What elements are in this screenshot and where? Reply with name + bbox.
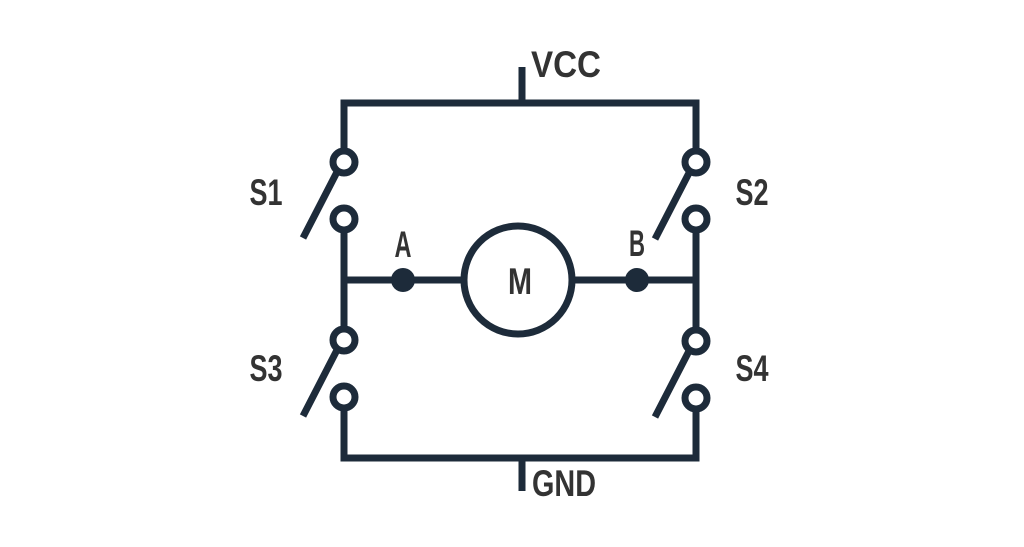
switch-s2-terminal-bottom bbox=[681, 204, 711, 234]
switch-s2-terminal-top bbox=[681, 147, 711, 177]
switch-s1-terminal-top bbox=[329, 147, 359, 177]
switch-s2-lever bbox=[651, 171, 693, 241]
switch-s4 bbox=[651, 326, 711, 419]
switch-s1-lever bbox=[299, 170, 341, 240]
junction-dots bbox=[391, 268, 649, 292]
switch-s4-terminal-top bbox=[681, 326, 711, 356]
switch-s3-label: S3 bbox=[250, 348, 283, 389]
gnd-label: GND bbox=[532, 463, 596, 504]
vcc-label: VCC bbox=[531, 44, 601, 85]
switch-s1-label: S1 bbox=[250, 172, 283, 213]
switch-s4-terminal-bottom bbox=[681, 383, 711, 413]
switch-s3-lever bbox=[299, 348, 341, 418]
motor-circle bbox=[460, 222, 576, 338]
node-a-dot bbox=[391, 268, 415, 292]
switch-s1-terminal-bottom bbox=[329, 204, 359, 234]
switch-s1 bbox=[299, 147, 359, 240]
switch-s2-label: S2 bbox=[736, 172, 769, 213]
switch-s3-terminal-bottom bbox=[329, 382, 359, 412]
motor-label: M bbox=[508, 261, 532, 302]
motor-symbol bbox=[460, 222, 576, 338]
switch-s2 bbox=[651, 147, 711, 241]
top-rail-wire bbox=[340, 99, 700, 148]
node-a-label: A bbox=[395, 224, 412, 265]
bottom-rail-wire bbox=[340, 411, 700, 462]
switch-s4-label: S4 bbox=[736, 348, 769, 389]
node-b-dot bbox=[625, 268, 649, 292]
circuit-labels: VCC GND S1 S2 S3 S4 A B M bbox=[250, 44, 769, 504]
switch-s4-lever bbox=[651, 349, 693, 419]
switch-s3 bbox=[299, 325, 359, 418]
switch-s3-terminal-top bbox=[329, 325, 359, 355]
circuit-wires bbox=[299, 67, 711, 491]
node-b-label: B bbox=[629, 223, 645, 264]
